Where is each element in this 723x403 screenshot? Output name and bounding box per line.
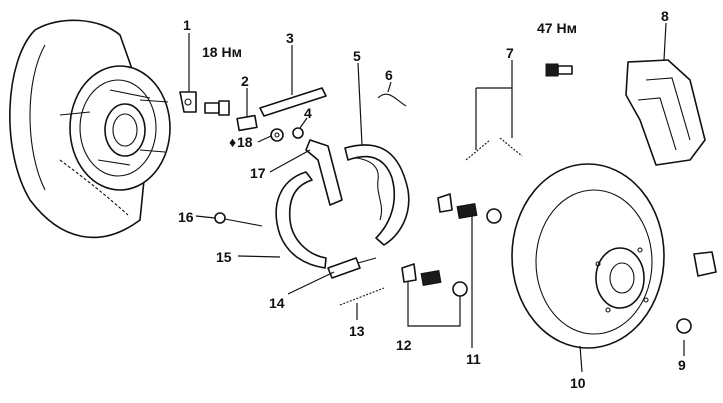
part-4-washer [292,127,304,139]
label-6: 6 [385,67,393,83]
backing-plate-hub-assembly [9,19,171,239]
label-13: 13 [349,323,365,339]
part-6-spring-clip [377,93,407,107]
label-10: 10 [570,375,586,391]
label-1: 1 [183,17,191,33]
label-11: 11 [466,351,481,367]
label-17: 17 [250,165,266,181]
label-8: 8 [661,8,669,24]
torque-label-hub-bolt: 18 Нм [202,44,242,60]
part-8-brake-caliper [625,59,706,166]
label-2: 2 [241,73,249,89]
label-5: 5 [353,48,361,64]
label-4: 4 [304,105,312,121]
label-9: 9 [678,357,686,373]
label-16: 16 [178,209,194,225]
part-16-pin [214,212,263,227]
part-13-spring [339,287,385,306]
part-15-brake-shoe [275,171,327,269]
torque-label-caliper-bolt: 47 Нм [537,20,577,36]
callout-labels: 1 2 3 4 5 6 7 8 9 10 11 12 13 14 15 16 1… [178,8,686,391]
label-15: 15 [216,249,232,265]
label-18-diamond: ♦ [229,134,236,150]
part-10-brake-disc [511,163,665,349]
part-1-bracket [179,91,197,113]
label-12: 12 [396,337,412,353]
label-18: 18 [237,134,253,150]
part-9-cap-nut [676,251,717,334]
part-3-lever-plate [259,87,327,117]
label-14: 14 [269,295,285,311]
part-12-hold-down-set [401,263,468,297]
part-5-brake-shoe [344,144,410,246]
part-7-return-springs [465,137,523,161]
leader-lines [188,22,685,373]
part-2-adjuster [236,114,258,132]
label-3: 3 [286,30,294,46]
part-18-bolt [204,100,230,116]
part-11-hold-down-set [437,193,502,224]
part-14-adjuster-strut [327,257,377,279]
part-18-washer [270,128,284,142]
label-7: 7 [506,45,514,61]
part-17-parking-lever [305,139,343,206]
caliper-bolt [545,63,573,77]
